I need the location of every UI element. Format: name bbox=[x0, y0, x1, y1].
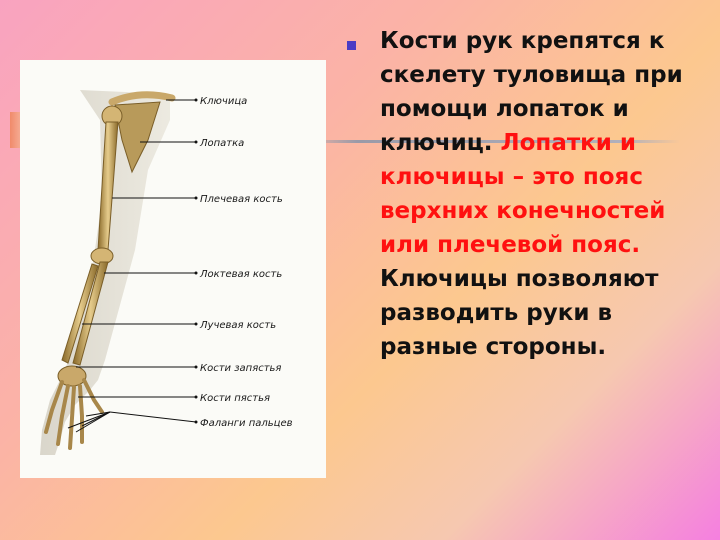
carpal-bones bbox=[57, 365, 87, 387]
scapula-bone bbox=[114, 101, 161, 174]
arm-skeleton-figure: Ключица Лопатка Плечевая кость Локтевая … bbox=[20, 60, 326, 478]
accent-line bbox=[300, 140, 680, 143]
bullet-square-icon bbox=[347, 41, 356, 50]
hand-bones bbox=[44, 378, 104, 450]
main-text: Кости рук крепятся к скелету туловища пр… bbox=[346, 24, 706, 364]
label-carpals: Кости запястья bbox=[200, 363, 281, 374]
clavicle-bone bbox=[108, 91, 176, 106]
label-scapula: Лопатка bbox=[199, 138, 244, 149]
text-red: Лопатки и ключицы – это пояс верхних кон… bbox=[380, 130, 666, 258]
label-radius: Лучевая кость bbox=[199, 320, 276, 331]
main-paragraph: Кости рук крепятся к скелету туловища пр… bbox=[380, 24, 706, 364]
text-black-1: Кости рук крепятся к скелету туловища пр… bbox=[380, 28, 683, 156]
radius-bone bbox=[61, 263, 99, 364]
label-clavicle: Ключица bbox=[200, 96, 247, 107]
label-humerus: Плечевая кость bbox=[200, 194, 283, 205]
ulna-bone bbox=[72, 261, 109, 366]
label-metacarpals: Кости пястья bbox=[200, 393, 270, 404]
text-black-2: Ключицы позволяют разводить руки в разны… bbox=[380, 266, 659, 360]
label-ulna: Локтевая кость bbox=[199, 269, 282, 280]
label-phalanges: Фаланги пальцев bbox=[200, 418, 293, 429]
arm-skeleton-diagram: Ключица Лопатка Плечевая кость Локтевая … bbox=[40, 90, 293, 455]
leader-lines bbox=[67, 99, 197, 433]
